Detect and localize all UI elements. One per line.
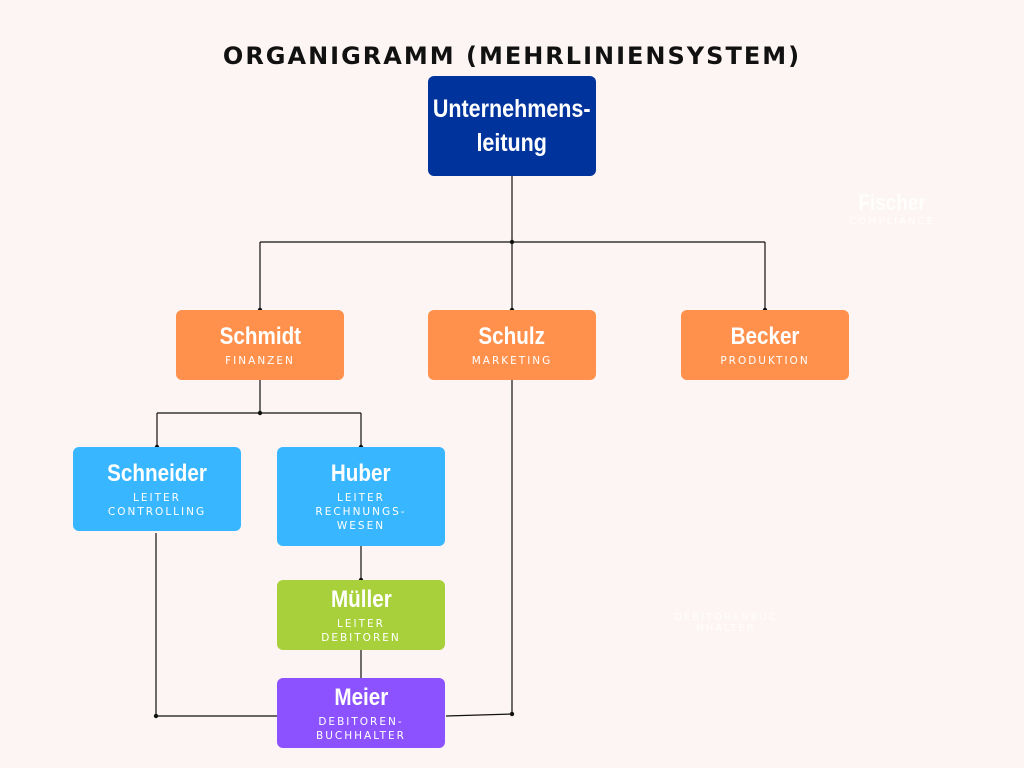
node-name: Huber xyxy=(331,460,391,487)
node-role: MARKETING xyxy=(471,354,553,367)
node-name: Unternehmens- leitung xyxy=(433,95,591,157)
node-schneider: Schneider LEITER CONTROLLING xyxy=(73,447,241,531)
node-role: LEITER RECHNUNGS- WESEN xyxy=(315,492,407,532)
node-role: PRODUKTION xyxy=(720,354,810,367)
edge-schulz-meier-h xyxy=(445,713,513,717)
ghost-name: Fischer xyxy=(858,190,926,215)
ghost-role: COMPLIANCE xyxy=(849,216,935,227)
node-becker: Becker PRODUKTION xyxy=(681,310,849,380)
node-name: Becker xyxy=(730,322,800,350)
junction-dot xyxy=(257,410,263,416)
node-huber: Huber LEITER RECHNUNGS- WESEN xyxy=(277,447,445,546)
node-role: LEITER CONTROLLING xyxy=(107,491,207,518)
node-name: Schulz xyxy=(478,322,546,350)
diagram-title: ORGANIGRAMM (MEHRLINIENSYSTEM) xyxy=(222,42,802,70)
junction-dot xyxy=(153,713,159,719)
node-name: Meier xyxy=(334,683,388,711)
node-schmidt: Schmidt FINANZEN xyxy=(176,310,344,380)
node-meier: Meier DEBITOREN- BUCHHALTER xyxy=(277,678,445,748)
ghost-role: DEBITORENBUC HHALTER xyxy=(674,612,778,634)
junction-dot xyxy=(509,239,515,245)
node-unternehmensleitung: Unternehmens- leitung xyxy=(428,76,596,176)
junction-dot xyxy=(509,711,515,717)
node-name: Schneider xyxy=(107,459,207,487)
ghost-node-fischer: Fischer COMPLIANCE xyxy=(840,190,944,227)
node-role: DEBITOREN- BUCHHALTER xyxy=(316,715,406,742)
node-name: Müller xyxy=(330,585,392,613)
node-role: LEITER DEBITOREN xyxy=(321,617,401,644)
node-name: Schmidt xyxy=(219,322,301,350)
ghost-node-debitorenbuchhalter: DEBITORENBUC HHALTER xyxy=(662,612,790,634)
node-mueller: Müller LEITER DEBITOREN xyxy=(277,580,445,650)
node-role: FINANZEN xyxy=(225,354,295,367)
node-schulz: Schulz MARKETING xyxy=(428,310,596,380)
